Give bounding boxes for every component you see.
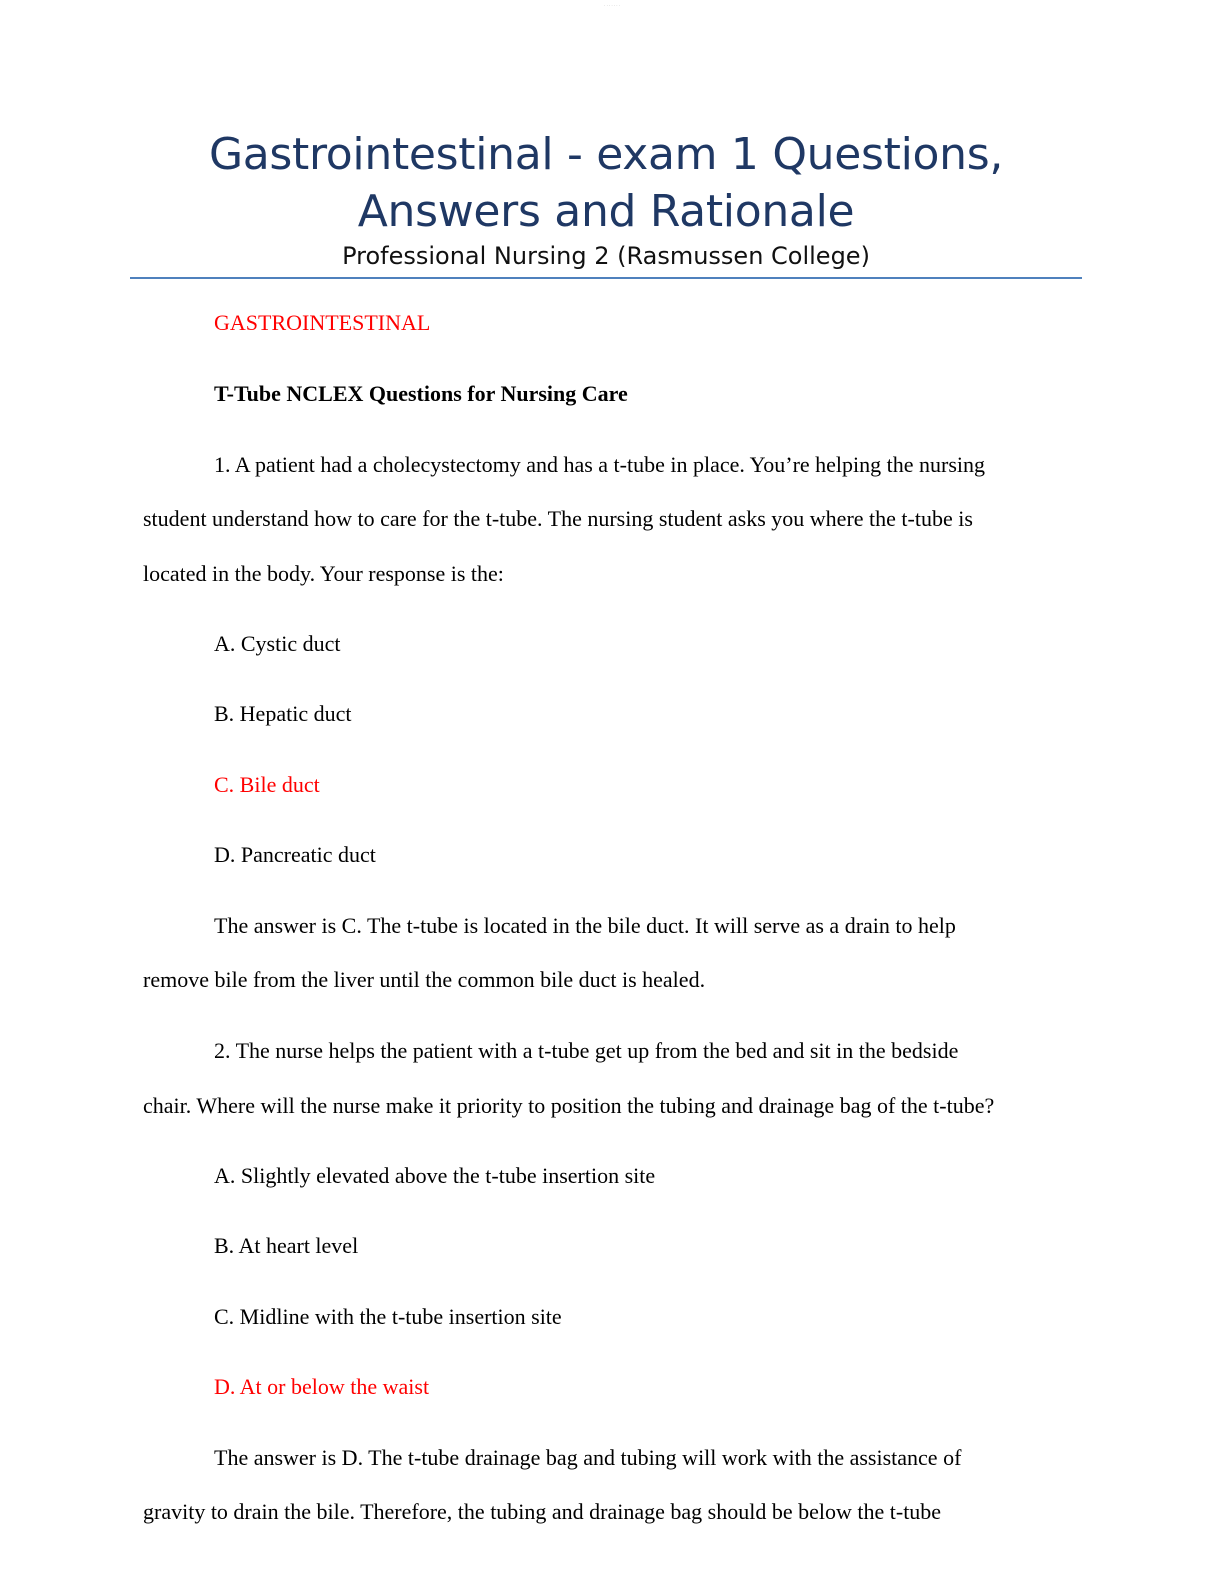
- question-2-rationale-line-1: The answer is D. The t-tube drainage bag…: [214, 1445, 962, 1470]
- question-1-rationale-line-1: The answer is C. The t-tube is located i…: [214, 913, 956, 938]
- document-subtitle: Professional Nursing 2 (Rasmussen Colleg…: [342, 242, 870, 270]
- section-heading: T-Tube NCLEX Questions for Nursing Care: [214, 381, 628, 406]
- question-1-stem-line-3: located in the body. Your response is th…: [143, 561, 504, 586]
- section-label: GASTROINTESTINAL: [214, 310, 431, 335]
- question-2-option-c: C. Midline with the t-tube insertion sit…: [214, 1304, 562, 1329]
- question-2-option-b: B. At heart level: [214, 1233, 359, 1258]
- document-title: Gastrointestinal - exam 1 Questions, Ans…: [208, 129, 1004, 237]
- question-1-stem-line-1: 1. A patient had a cholecystectomy and h…: [214, 452, 986, 477]
- question-1-option-a: A. Cystic duct: [214, 631, 341, 656]
- question-1-stem-line-2: student understand how to care for the t…: [143, 506, 973, 531]
- question-2-stem-line-2: chair. Where will the nurse make it prio…: [143, 1093, 995, 1118]
- question-1-rationale-line-2: remove bile from the liver until the com…: [143, 967, 706, 992]
- question-2-option-a: A. Slightly elevated above the t-tube in…: [214, 1163, 656, 1188]
- question-2-rationale-line-2: gravity to drain the bile. Therefore, th…: [143, 1499, 942, 1524]
- question-1-option-d: D. Pancreatic duct: [214, 842, 376, 867]
- page-header-mark: · · · · · · ·: [604, 3, 620, 8]
- title-block: Gastrointestinal - exam 1 Questions, Ans…: [130, 126, 1082, 271]
- question-1-option-c-correct: C. Bile duct: [214, 772, 320, 797]
- question-1-option-b: B. Hepatic duct: [214, 701, 352, 726]
- question-2-option-d-correct: D. At or below the waist: [214, 1374, 430, 1399]
- title-divider: [130, 277, 1082, 279]
- question-2-stem-line-1: 2. The nurse helps the patient with a t-…: [214, 1038, 959, 1063]
